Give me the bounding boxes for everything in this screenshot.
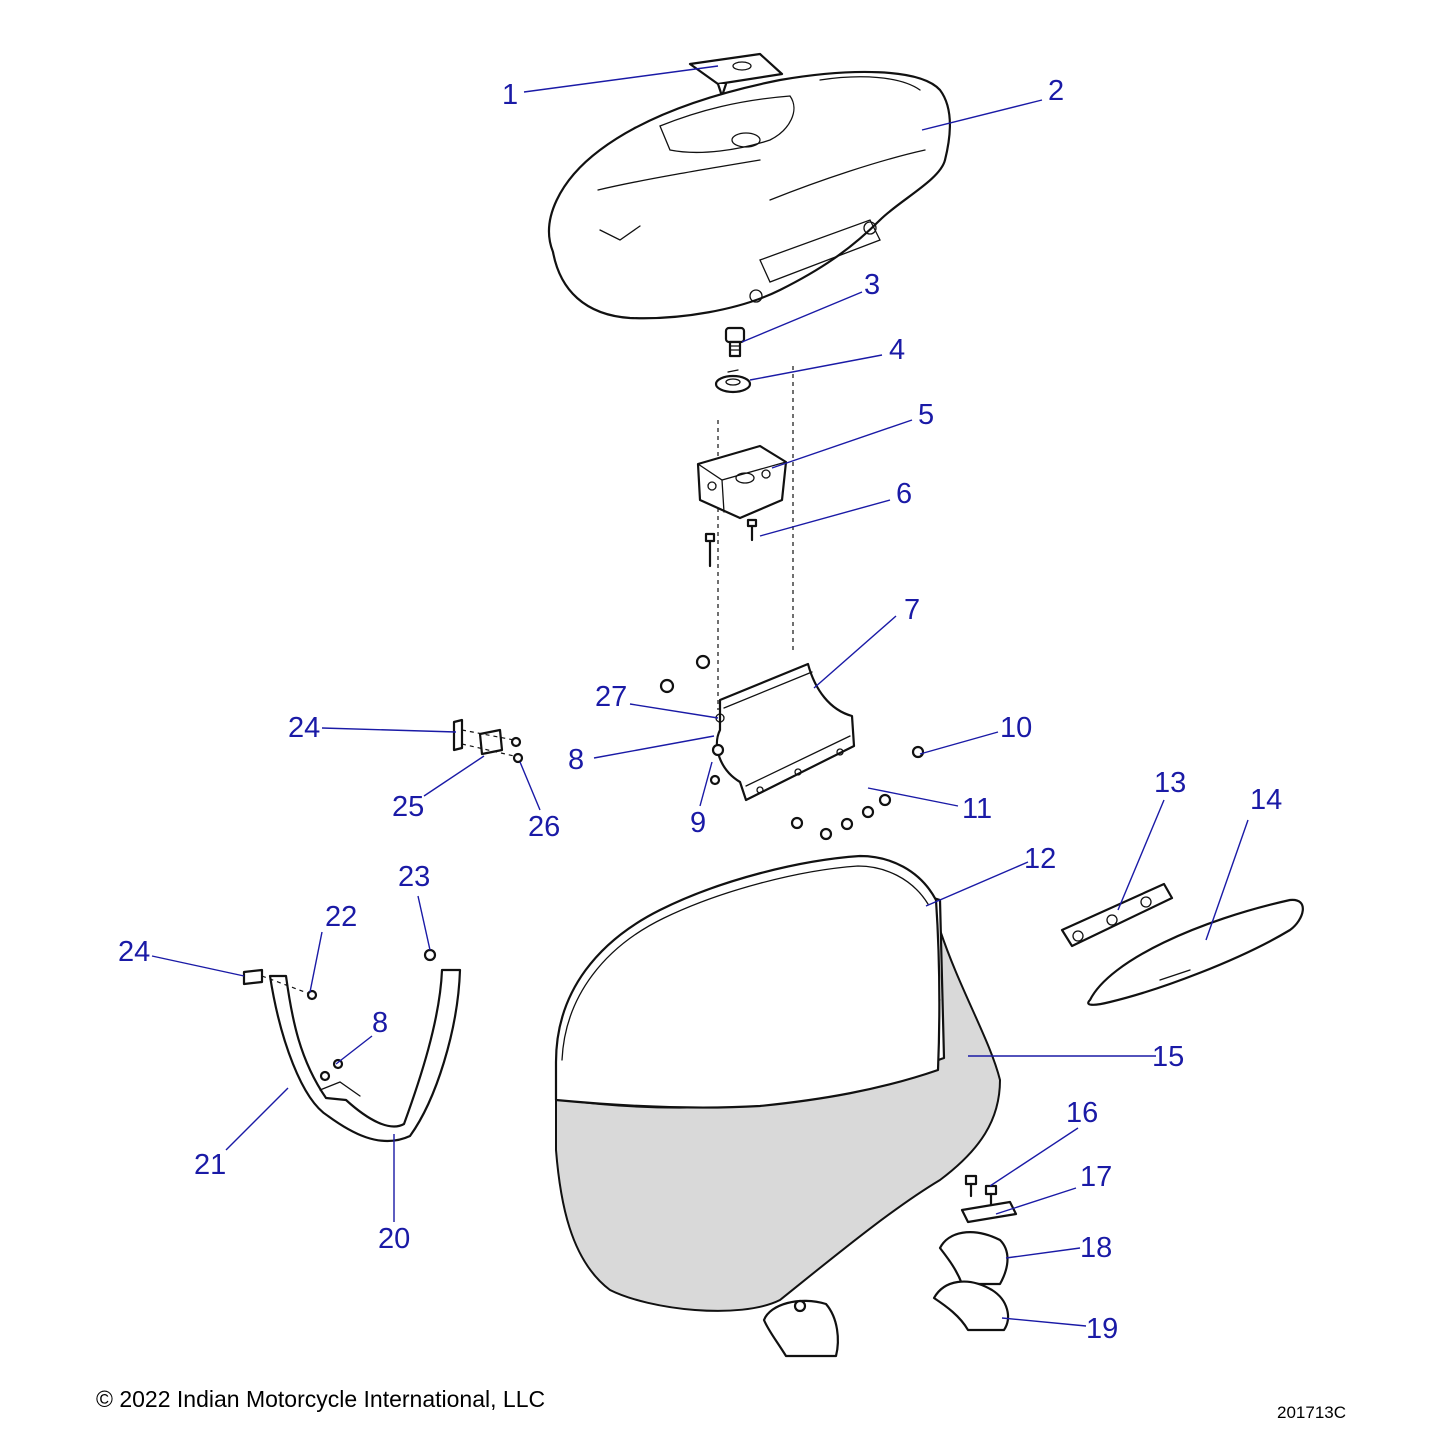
callout-24-top: 24 bbox=[288, 712, 320, 744]
callout-27: 27 bbox=[595, 681, 627, 713]
part-16-17-bolts-plate bbox=[960, 1174, 1018, 1224]
callout-16: 16 bbox=[1066, 1097, 1098, 1129]
callout-21: 21 bbox=[194, 1149, 226, 1181]
callout-25: 25 bbox=[392, 791, 424, 823]
part-6-screws bbox=[704, 518, 758, 568]
callout-20: 20 bbox=[378, 1223, 410, 1255]
copyright-notice: © 2022 Indian Motorcycle International, … bbox=[96, 1386, 546, 1412]
callout-5: 5 bbox=[918, 399, 934, 431]
callout-15: 15 bbox=[1152, 1041, 1184, 1073]
part-18-pad bbox=[938, 1231, 1009, 1286]
part-5-latch-housing bbox=[696, 444, 788, 520]
callout-4: 4 bbox=[889, 334, 905, 366]
lower-mount-block bbox=[762, 1299, 839, 1358]
callout-labels: 1 2 3 4 5 6 7 8 9 10 11 12 13 14 15 16 1… bbox=[118, 75, 1282, 1345]
part-3-screw bbox=[724, 326, 746, 358]
callout-11: 11 bbox=[962, 793, 992, 825]
part-13-hinge-plate bbox=[1060, 882, 1174, 948]
part-24-25-26-bracket-set bbox=[452, 718, 524, 764]
part-19-pad-lower bbox=[932, 1280, 1010, 1332]
callout-6: 6 bbox=[896, 478, 912, 510]
callout-8-top: 8 bbox=[568, 744, 584, 776]
callout-8-bottom: 8 bbox=[372, 1007, 388, 1039]
callout-19: 19 bbox=[1086, 1313, 1118, 1345]
callout-1: 1 bbox=[502, 79, 518, 111]
callout-9: 9 bbox=[690, 807, 706, 839]
leader-lines bbox=[151, 65, 1249, 1327]
drawing-number: 201713C bbox=[1277, 1403, 1347, 1422]
part-2-saddlebag-lid bbox=[548, 70, 952, 320]
callout-2: 2 bbox=[1048, 75, 1064, 107]
part-7-mounting-plate bbox=[715, 662, 856, 802]
callout-18: 18 bbox=[1080, 1232, 1112, 1264]
callout-13: 13 bbox=[1154, 767, 1186, 799]
plate-fasteners bbox=[659, 654, 925, 841]
callout-3: 3 bbox=[864, 269, 880, 301]
part-14-trim-badge bbox=[1087, 898, 1304, 1006]
part-4-washer bbox=[714, 369, 752, 394]
part-20-21-support-bracket bbox=[242, 948, 462, 1142]
callout-12: 12 bbox=[1024, 843, 1056, 875]
callout-26: 26 bbox=[528, 811, 560, 843]
callout-22: 22 bbox=[325, 901, 357, 933]
callout-7: 7 bbox=[904, 594, 920, 626]
part-12-rail bbox=[554, 854, 941, 1109]
callout-24-bottom: 24 bbox=[118, 936, 150, 968]
callout-23: 23 bbox=[398, 861, 430, 893]
callout-17: 17 bbox=[1080, 1161, 1112, 1193]
callout-14: 14 bbox=[1250, 784, 1282, 816]
callout-10: 10 bbox=[1000, 712, 1032, 744]
